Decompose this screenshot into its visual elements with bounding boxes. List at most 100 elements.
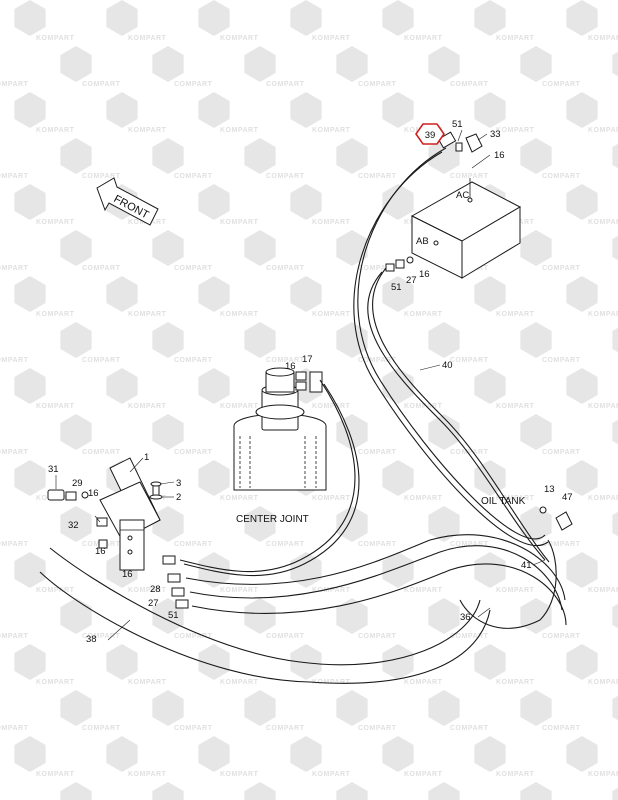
- c-ring-logo-icon: [106, 736, 138, 772]
- c-ring-logo-icon: [520, 138, 552, 174]
- c-ring-logo-icon: [290, 0, 322, 36]
- c-ring-logo-icon: [244, 506, 276, 542]
- watermark-text: KOMPART: [312, 219, 351, 226]
- c-ring-logo-icon: [198, 460, 230, 496]
- watermark-text: KOMPART: [36, 127, 75, 134]
- c-ring-logo-icon: [106, 276, 138, 312]
- watermark-text: KOMPART: [36, 35, 75, 42]
- watermark-text: KOMPART: [588, 403, 618, 410]
- callout-16-valve: 16: [95, 546, 106, 557]
- c-ring-logo-icon: [198, 184, 230, 220]
- c-ring-logo-icon: [612, 603, 618, 629]
- c-ring-logo-icon: [152, 230, 184, 266]
- c-ring-logo-icon: [336, 230, 368, 266]
- watermark-text: KOMPART: [128, 771, 167, 778]
- c-ring-logo-icon: [474, 552, 506, 588]
- watermark-text: COMPART: [0, 173, 29, 180]
- callout-40: 40: [442, 360, 453, 371]
- watermark-text: COMPART: [82, 265, 121, 272]
- c-ring-logo-icon: [244, 782, 276, 800]
- c-ring-logo-icon: [612, 235, 618, 261]
- watermark-text: KOMPART: [404, 587, 443, 594]
- watermark-text: COMPART: [266, 81, 305, 88]
- callout-38: 38: [86, 634, 97, 645]
- c-ring-logo-icon: [566, 552, 598, 588]
- center-joint-caption: CENTER JOINT: [236, 514, 309, 525]
- c-ring-logo-icon: [198, 276, 230, 312]
- watermark-text: KOMPART: [312, 771, 351, 778]
- c-ring-logo-icon: [474, 92, 506, 128]
- c-ring-logo-icon: [336, 690, 368, 726]
- callout-51-top: 51: [452, 119, 463, 130]
- callout-16-low: 16: [122, 569, 133, 580]
- callout-13: 13: [544, 484, 555, 495]
- c-ring-logo-icon: [106, 92, 138, 128]
- c-ring-logo-icon: [382, 184, 414, 220]
- watermark-text: COMPART: [358, 173, 397, 180]
- callout-36: 36: [460, 612, 471, 623]
- watermark-text: COMPART: [174, 449, 213, 456]
- c-ring-logo-icon: [60, 46, 92, 82]
- callout-27-mid: 27: [406, 275, 417, 286]
- c-ring-logo-icon: [60, 322, 92, 358]
- watermark-text: COMPART: [266, 173, 305, 180]
- watermark-text: COMPART: [0, 725, 29, 732]
- c-ring-logo-icon: [60, 414, 92, 450]
- c-ring-logo-icon: [382, 552, 414, 588]
- c-ring-logo-icon: [520, 598, 552, 634]
- callout-39: 39: [425, 130, 436, 141]
- watermark-text: COMPART: [174, 357, 213, 364]
- callout-16-center-joint: 16: [285, 361, 296, 372]
- c-ring-logo-icon: [106, 368, 138, 404]
- watermark-text: KOMPART: [220, 219, 259, 226]
- watermark-text: COMPART: [450, 633, 489, 640]
- c-ring-logo-icon: [612, 511, 618, 537]
- watermark-text: KOMPART: [496, 127, 535, 134]
- watermark-text: COMPART: [82, 173, 121, 180]
- watermark-text: COMPART: [358, 357, 397, 364]
- watermark-text: KOMPART: [588, 771, 618, 778]
- c-ring-logo-icon: [428, 506, 460, 542]
- watermark-text: COMPART: [0, 357, 29, 364]
- callout-numbers: 51 33 16 27 51 16 16 17 40 1 3 2 31 29 1…: [48, 119, 573, 645]
- callout-28: 28: [150, 584, 161, 595]
- watermark-text: KOMPART: [128, 679, 167, 686]
- c-ring-logo-icon: [566, 736, 598, 772]
- c-ring-logo-icon: [152, 690, 184, 726]
- c-ring-logo-icon: [14, 368, 46, 404]
- watermark-text: KOMPART: [496, 35, 535, 42]
- c-ring-logo-icon: [336, 506, 368, 542]
- c-ring-logo-icon: [60, 506, 92, 542]
- callout-1: 1: [144, 452, 149, 463]
- watermark-text: COMPART: [358, 449, 397, 456]
- c-ring-logo-icon: [106, 0, 138, 36]
- c-ring-logo-icon: [382, 368, 414, 404]
- watermark-text: KOMPART: [496, 587, 535, 594]
- watermark-text: KOMPART: [404, 679, 443, 686]
- c-ring-logo-icon: [336, 414, 368, 450]
- watermark-text: KOMPART: [404, 311, 443, 318]
- c-ring-logo-icon: [14, 184, 46, 220]
- c-ring-logo-icon: [474, 368, 506, 404]
- c-ring-logo-icon: [198, 736, 230, 772]
- c-ring-logo-icon: [244, 46, 276, 82]
- c-ring-logo-icon: [428, 46, 460, 82]
- watermark-text: KOMPART: [404, 495, 443, 502]
- watermark-text: KOMPART: [588, 587, 618, 594]
- c-ring-logo-icon: [520, 690, 552, 726]
- watermark-text: KOMPART: [588, 679, 618, 686]
- watermark-text: KOMPART: [220, 403, 259, 410]
- watermark-text: COMPART: [266, 357, 305, 364]
- leader-lines: [55, 129, 546, 641]
- c-ring-logo-icon: [14, 276, 46, 312]
- watermark-text: COMPART: [450, 541, 489, 548]
- c-ring-logo-icon: [520, 782, 552, 800]
- c-ring-logo-icon: [152, 414, 184, 450]
- watermark-text: COMPART: [266, 265, 305, 272]
- c-ring-logo-icon: [612, 143, 618, 169]
- c-ring-logo-icon: [152, 322, 184, 358]
- pedal-valve-assembly: [99, 457, 163, 571]
- watermark-text: COMPART: [542, 449, 581, 456]
- watermark-text: COMPART: [82, 357, 121, 364]
- callout-2: 2: [176, 492, 181, 503]
